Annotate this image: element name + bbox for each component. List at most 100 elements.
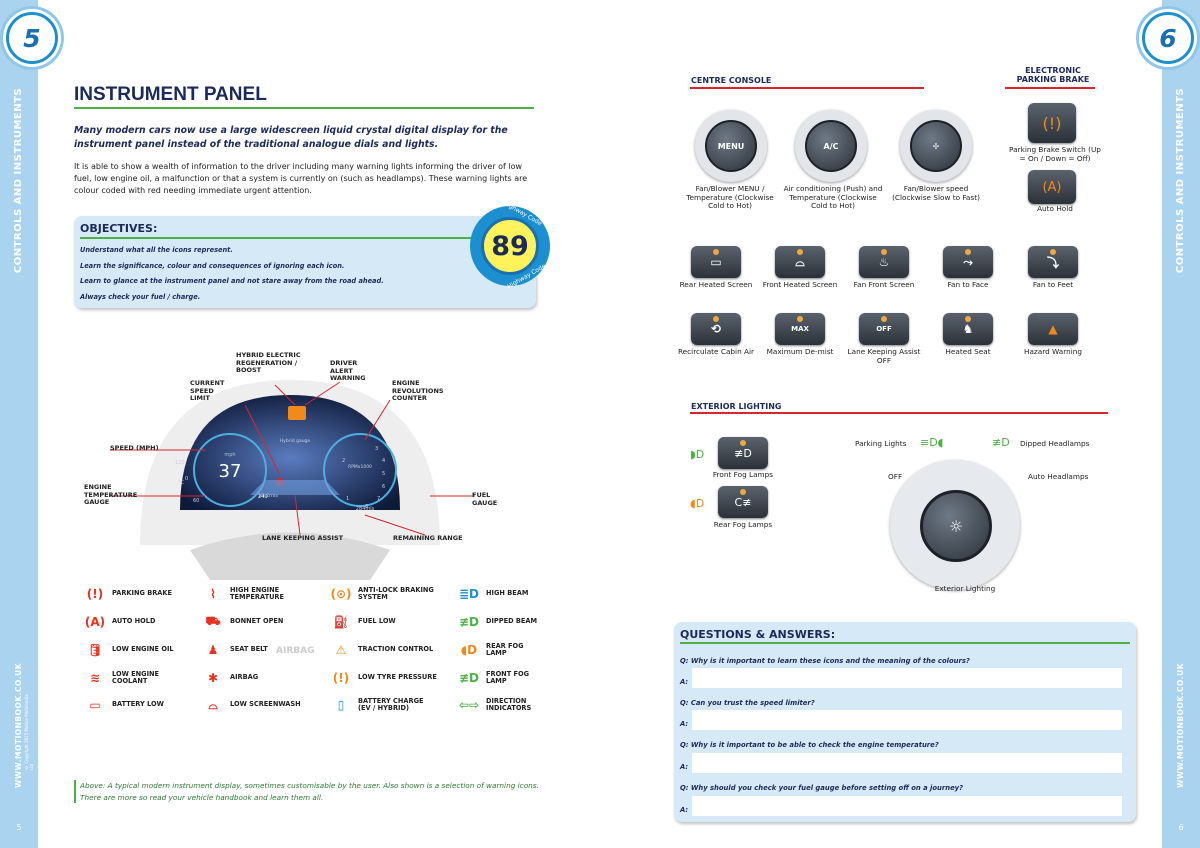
label-engine-temp: ENGINE TEMPERATURE GAUGE — [84, 483, 138, 506]
warning-light-auto-hold: (A)AUTO HOLD — [84, 614, 192, 630]
warning-light-parking-brake: (!)PARKING BRAKE — [84, 586, 192, 602]
fan-to-face-button[interactable]: ⤳ — [943, 246, 993, 278]
warning-light-battery-charge: ▯BATTERY CHARGE (EV / HYBRID) — [330, 697, 438, 713]
right-sidebar — [1162, 0, 1200, 848]
left-sidebar — [0, 0, 38, 848]
dipped-beam-icon: ≢D — [458, 615, 479, 629]
off-label: OFF — [888, 472, 903, 481]
page-number-badge: 5 — [6, 12, 58, 64]
warning-light-direction-indicators: ⇦⇨DIRECTION INDICATORS — [458, 697, 541, 713]
copyright: © Copyright 2025 Motion Multimedia Ltd — [24, 694, 34, 770]
warning-light-fuel-low: ⛽ FUEL LOW — [330, 614, 438, 630]
traction-control-icon: ⚠ — [335, 643, 347, 657]
label-hybrid: HYBRID ELECTRIC REGENERATION / BOOST — [236, 351, 301, 374]
exterior-lighting-dial[interactable]: ☼ — [890, 460, 1020, 590]
fan-front-screen-button[interactable]: ♨ — [859, 246, 909, 278]
parking-lights-icon: ≡D◖ — [920, 436, 944, 449]
fan-front-screen-caption: Fan Front Screen — [853, 280, 915, 289]
question: Q: Why is it important to learn these ic… — [680, 657, 970, 665]
section-label: CONTROLS AND INSTRUMENTS — [1175, 87, 1187, 273]
warning-light-label: BATTERY CHARGE (EV / HYBRID) — [358, 696, 424, 712]
warning-light-seat-belt: ♟SEAT BELT — [202, 642, 310, 658]
leader-line — [364, 514, 426, 536]
hazard-warning-button[interactable]: ▲ — [1028, 313, 1078, 345]
front-fog-caption: Front Fog Lamps — [712, 470, 774, 479]
fan-to-feet-button[interactable]: ⤵ — [1028, 246, 1078, 278]
direction-indicators-icon: ⇦⇨ — [458, 698, 480, 712]
lane-keeping-off-button[interactable]: OFF — [859, 313, 909, 345]
fuel-low-icon: ⛽ — [333, 615, 349, 629]
seat-belt-icon: ♟ — [207, 643, 219, 657]
leader-line — [304, 381, 341, 406]
warning-light-label: AIRBAG — [230, 673, 259, 682]
svg-text:4: 4 — [382, 458, 385, 464]
label-rev-counter: ENGINE REVOLUTIONS COUNTER — [392, 379, 444, 402]
heated-seat-icon: ♞ — [962, 322, 974, 336]
speed-unit: mph — [224, 452, 235, 458]
leader-line — [294, 494, 301, 536]
centre-console-heading: CENTRE CONSOLE — [691, 76, 772, 85]
ac-knob[interactable]: A/C — [795, 110, 867, 182]
warning-light-label: FUEL LOW — [358, 617, 396, 626]
trip-readout: 10.2mls — [258, 493, 278, 499]
warning-light-label: DIPPED BEAM — [486, 617, 538, 626]
low-tyre-pressure-icon: (!) — [332, 671, 350, 685]
front-heated-screen-button[interactable]: ⌓ — [775, 246, 825, 278]
question: Q: Why should you check your fuel gauge … — [680, 784, 964, 792]
warning-light-battery-low: ▭BATTERY LOW — [84, 697, 192, 713]
hazard-warning-caption: Hazard Warning — [1023, 347, 1083, 356]
leader-line — [274, 384, 296, 406]
recirculate-button[interactable]: ⟲ — [691, 313, 741, 345]
maximum-demist-button[interactable]: MAX — [775, 313, 825, 345]
parking-brake-icon: (!) — [1042, 113, 1062, 133]
warning-light-low-engine-coolant: ≋LOW ENGINE COOLANT — [84, 670, 192, 686]
answer-field[interactable] — [692, 753, 1122, 773]
warning-light-label: LOW ENGINE COOLANT — [112, 669, 160, 685]
svg-text:2: 2 — [342, 458, 345, 464]
qa-box: QUESTIONS & ANSWERS: Q: Why is it import… — [674, 622, 1136, 822]
qa-heading: QUESTIONS & ANSWERS: — [680, 628, 836, 641]
intro-text: It is able to show a wealth of informati… — [74, 162, 528, 195]
leader-line — [364, 399, 391, 441]
fan-to-feet-icon: ⤵ — [1046, 255, 1059, 270]
fan-to-face-caption: Fan to Face — [947, 280, 989, 289]
rev-counter-dial — [323, 433, 397, 507]
auto-hold-button[interactable]: (A) — [1028, 170, 1076, 204]
front-heated-screen-icon: ⌓ — [795, 254, 805, 269]
high-beam-icon: ≣D — [458, 587, 479, 601]
parking-brake-heading: ELECTRONIC PARKING BRAKE — [1016, 66, 1090, 84]
recirculate-icon: ⟲ — [710, 322, 722, 336]
heated-seat-button[interactable]: ♞ — [943, 313, 993, 345]
rear-fog-button[interactable]: C≢ — [718, 486, 768, 518]
rear-heated-screen-caption: Rear Heated Screen — [679, 280, 753, 289]
question: Q: Can you trust the speed limiter? — [680, 699, 815, 707]
answer-field[interactable] — [692, 796, 1122, 816]
warning-light-high-engine-temp: ⌇HIGH ENGINE TEMPERATURE — [202, 586, 310, 602]
warning-light-low-screenwash: ⌓LOW SCREENWASH — [202, 697, 310, 713]
svg-text:6: 6 — [382, 484, 385, 490]
heated-seat-caption: Heated Seat — [945, 347, 991, 356]
warning-light-traction-control: ⚠TRACTION CONTROL — [330, 642, 438, 658]
fan-front-screen-icon: ♨ — [878, 255, 890, 269]
svg-text:°C: °C — [178, 480, 185, 486]
warning-light-label: LOW TYRE PRESSURE — [358, 673, 437, 682]
parking-brake-switch[interactable]: (!) — [1028, 103, 1076, 143]
low-screenwash-icon: ⌓ — [208, 697, 218, 712]
airbag-text: AIRBAG — [276, 646, 315, 656]
maximum-demist-icon: MAX — [791, 325, 809, 333]
abs-icon: (⊙) — [330, 587, 352, 601]
warning-light-label: ANTI-LOCK BRAKING SYSTEM — [358, 585, 434, 601]
parking-brake-icon: (!) — [86, 587, 104, 601]
answer-field[interactable] — [692, 710, 1122, 730]
fan-speed-knob[interactable]: ✢ — [900, 110, 972, 182]
rear-heated-screen-button[interactable]: ▭ — [691, 246, 741, 278]
bonnet-open-icon: ⛟ — [205, 614, 221, 628]
answer-field[interactable] — [692, 668, 1122, 688]
auto-hold-icon: (A) — [1042, 179, 1062, 195]
footer-page-number: 5 — [16, 823, 22, 832]
menu-knob[interactable]: MENU — [695, 110, 767, 182]
front-fog-button[interactable]: ≢D — [718, 437, 768, 469]
objective-item: Always check your fuel / charge. — [80, 292, 201, 301]
rpm-label: RPMx1000 — [348, 464, 372, 470]
